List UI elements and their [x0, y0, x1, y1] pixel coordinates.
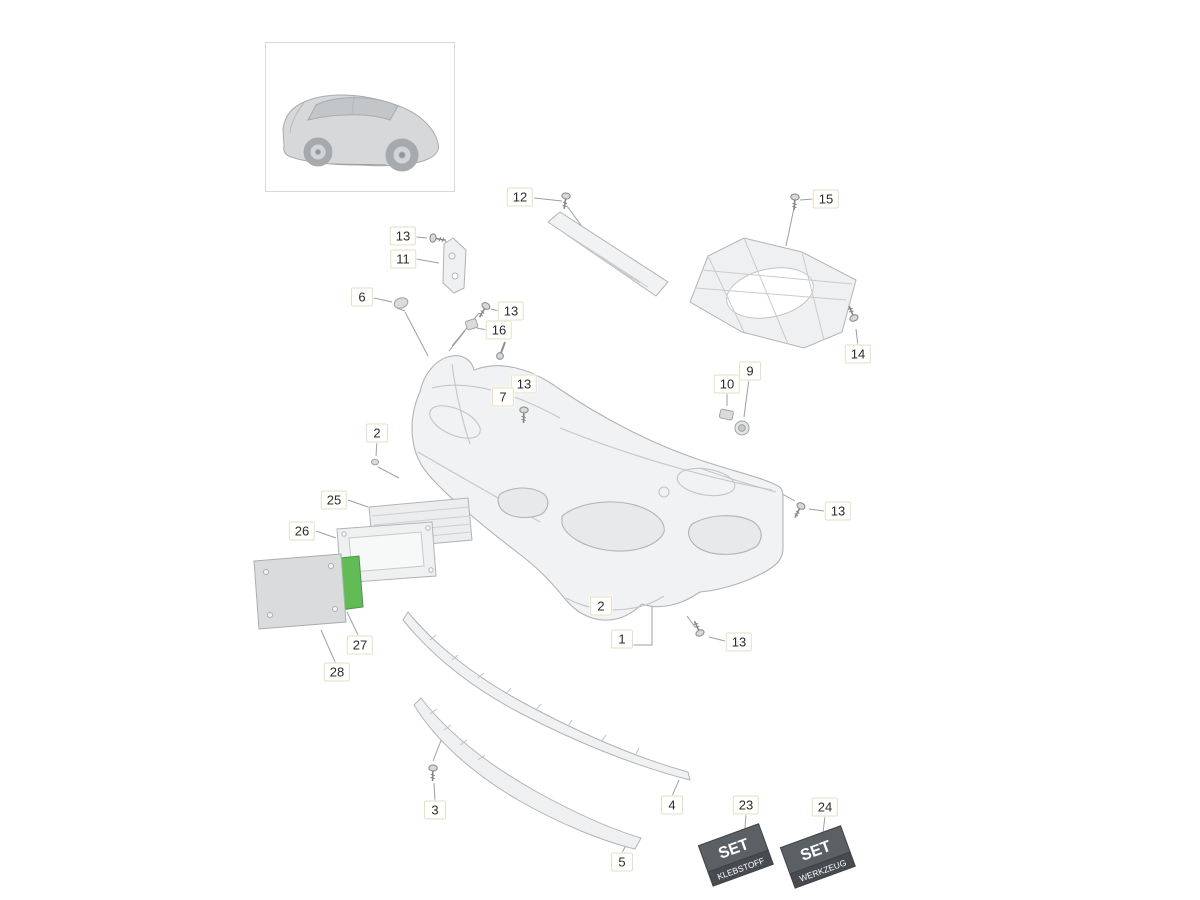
callout-10[interactable]: 10 [713, 374, 741, 394]
callout-5[interactable]: 5 [611, 852, 633, 872]
callout-16[interactable]: 16 [485, 320, 513, 340]
callout-13[interactable]: 13 [497, 301, 525, 321]
screw-icon[interactable] [789, 192, 801, 212]
bumper-left-intake [497, 487, 549, 519]
set-box-werkzeug[interactable]: SET WERKZEUG [779, 825, 856, 889]
callout-25[interactable]: 25 [320, 490, 348, 510]
callout-13[interactable]: 13 [510, 374, 538, 394]
callout-12[interactable]: 12 [506, 187, 534, 207]
part-5-spoiler-lip[interactable] [413, 697, 642, 850]
screw-icon[interactable] [475, 300, 492, 321]
callout-14[interactable]: 14 [844, 344, 872, 364]
callout-26[interactable]: 26 [288, 521, 316, 541]
part-10-retainer[interactable] [718, 408, 734, 421]
callout-4[interactable]: 4 [661, 795, 683, 815]
screw-icon[interactable] [790, 500, 807, 521]
callout-3[interactable]: 3 [424, 800, 446, 820]
part-15-support-bracket[interactable] [689, 237, 857, 349]
callout-9[interactable]: 9 [739, 361, 761, 381]
part-7-stud[interactable] [496, 341, 506, 360]
callout-28[interactable]: 28 [323, 662, 351, 682]
part-4-trim-strip[interactable] [402, 611, 691, 781]
callout-15[interactable]: 15 [812, 189, 840, 209]
part-28-base-plate[interactable] [253, 553, 347, 630]
callout-13[interactable]: 13 [725, 632, 753, 652]
callout-24[interactable]: 24 [811, 797, 839, 817]
bumper-side-intake [688, 515, 762, 555]
callout-2[interactable]: 2 [366, 423, 388, 443]
part-12-trim-strip[interactable] [547, 211, 669, 297]
part-9-pdc-sensor[interactable] [734, 420, 750, 436]
part-2-fastener[interactable] [371, 458, 379, 466]
callout-27[interactable]: 27 [346, 635, 374, 655]
part-26-license-bracket[interactable] [336, 521, 437, 584]
callout-7[interactable]: 7 [492, 387, 514, 407]
callout-2[interactable]: 2 [590, 596, 612, 616]
screw-icon[interactable] [427, 764, 439, 782]
bumper-center-intake [561, 501, 665, 552]
callout-6[interactable]: 6 [351, 287, 373, 307]
screw-icon[interactable] [689, 618, 706, 639]
callout-11[interactable]: 11 [390, 249, 416, 269]
callout-23[interactable]: 23 [732, 795, 760, 815]
vehicle-thumbnail[interactable] [265, 42, 455, 192]
set-box-klebstoff[interactable]: SET KLEBSTOFF [697, 823, 774, 887]
part-bumper-cover[interactable] [411, 355, 784, 621]
part-6-clip[interactable] [393, 296, 409, 312]
part-11-bracket[interactable] [442, 237, 467, 294]
screw-icon[interactable] [428, 232, 448, 246]
vehicle-illustration [282, 94, 440, 172]
callout-1[interactable]: 1 [611, 629, 633, 649]
callout-13[interactable]: 13 [389, 226, 417, 246]
callout-13[interactable]: 13 [824, 501, 852, 521]
part-16-plug[interactable] [465, 318, 479, 331]
